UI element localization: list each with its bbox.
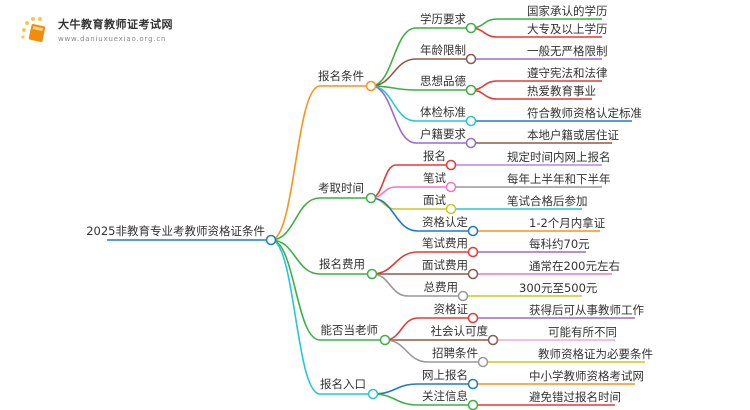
subtopic-label: 关注信息: [422, 389, 468, 403]
node-circle[interactable]: [367, 388, 379, 400]
connector: [384, 339, 429, 363]
leaf-label: 教师资格证为必要条件: [538, 347, 653, 361]
subtopic-label: 社会认可度: [431, 324, 489, 338]
subtopic-label: 资格认定: [422, 215, 468, 229]
leaf-label: 300元至500元: [519, 281, 598, 295]
logo-url: www.daniuxuexiao.org.cn: [58, 34, 167, 43]
subtopic-label: 招聘条件: [432, 346, 478, 360]
connector: [270, 197, 321, 241]
connector: [370, 58, 417, 87]
connector: [372, 393, 419, 406]
leaf-label: 大专及以上学历: [527, 22, 608, 36]
connector: [270, 85, 321, 241]
leaf-label: 获得后可从事教师工作: [529, 303, 644, 317]
topic-label: 报名入口: [320, 377, 366, 391]
node-circle[interactable]: [365, 80, 377, 92]
node-circle[interactable]: [487, 334, 499, 346]
logo-title: 大牛教育教师证考试网: [58, 17, 173, 31]
node-circle[interactable]: [366, 268, 378, 280]
subtopic-label: 报名: [423, 149, 446, 163]
node-circle[interactable]: [379, 334, 391, 346]
node-circle[interactable]: [467, 312, 479, 324]
node-circle[interactable]: [465, 22, 477, 34]
connector: [370, 27, 417, 87]
logo: 大牛教育教师证考试网 www.daniuxuexiao.org.cn: [18, 14, 173, 44]
subtopic-label: 思想品德: [420, 74, 466, 88]
connector: [270, 239, 321, 395]
connector: [370, 85, 417, 144]
node-circle[interactable]: [457, 290, 469, 302]
connector: [371, 251, 419, 275]
leaf-label: 每年上半年和下半年: [507, 172, 611, 186]
node-circle[interactable]: [445, 181, 457, 193]
leaf-label: 本地户籍或居住证: [527, 128, 619, 142]
leaf-label: 通常在200元左右: [529, 259, 620, 273]
subtopic-label: 户籍要求: [420, 127, 466, 141]
topic-label: 报名条件: [318, 69, 364, 83]
subtopic-label: 总费用: [424, 280, 459, 294]
node-circle[interactable]: [467, 378, 479, 390]
leaf-label: 避免错过报名时间: [529, 390, 621, 404]
leaf-label: 国家承认的学历: [527, 4, 608, 18]
node-circle[interactable]: [445, 159, 457, 171]
leaf-label: 规定时间内网上报名: [507, 150, 611, 164]
subtopic-label: 面试: [423, 193, 446, 207]
connector: [370, 197, 419, 232]
subtopic-label: 网上报名: [422, 368, 468, 382]
subtopic-label: 学历要求: [420, 12, 466, 26]
leaf-label: 一般无严格限制: [527, 44, 608, 58]
topic-label: 能否当老师: [321, 323, 379, 337]
subtopic-label: 资格证: [434, 302, 469, 316]
node-circle[interactable]: [265, 234, 277, 246]
leaf-label: 热爱教育事业: [527, 84, 596, 98]
node-circle[interactable]: [465, 137, 477, 149]
connector: [270, 239, 321, 275]
leaf-label: 遵守宪法和法律: [527, 66, 608, 80]
connector: [270, 239, 321, 341]
node-circle[interactable]: [467, 225, 479, 237]
node-circle[interactable]: [365, 192, 377, 204]
root-label: 2025非教育专业考教师资格证条件: [86, 224, 265, 238]
leaf-label: 每科约70元: [529, 237, 590, 251]
node-circle[interactable]: [467, 399, 479, 410]
subtopic-label: 笔试费用: [422, 236, 468, 250]
node-circle[interactable]: [465, 84, 477, 96]
subtopic-label: 面试费用: [422, 258, 468, 272]
leaf-label: 可能有所不同: [548, 325, 617, 339]
topic-label: 报名费用: [319, 257, 365, 271]
leaf-label: 笔试合格后参加: [507, 194, 588, 208]
subtopic-label: 体检标准: [420, 105, 466, 119]
leaf-label: 1-2个月内拿证: [529, 216, 606, 230]
leaf-label: 中小学教师资格考试网: [529, 369, 644, 383]
node-circle[interactable]: [467, 268, 479, 280]
node-circle[interactable]: [467, 246, 479, 258]
node-circle[interactable]: [465, 115, 477, 127]
connector: [371, 273, 409, 297]
book-logo-icon: [21, 17, 46, 42]
node-circle[interactable]: [477, 356, 489, 368]
subtopic-label: 年龄限制: [420, 43, 466, 57]
connector: [372, 383, 419, 395]
topic-label: 考取时间: [318, 181, 364, 195]
node-circle[interactable]: [445, 203, 457, 215]
node-circle[interactable]: [465, 53, 477, 65]
connector: [384, 317, 419, 341]
leaf-label: 符合教师资格认定标准: [527, 106, 642, 120]
subtopic-label: 笔试: [423, 171, 446, 185]
